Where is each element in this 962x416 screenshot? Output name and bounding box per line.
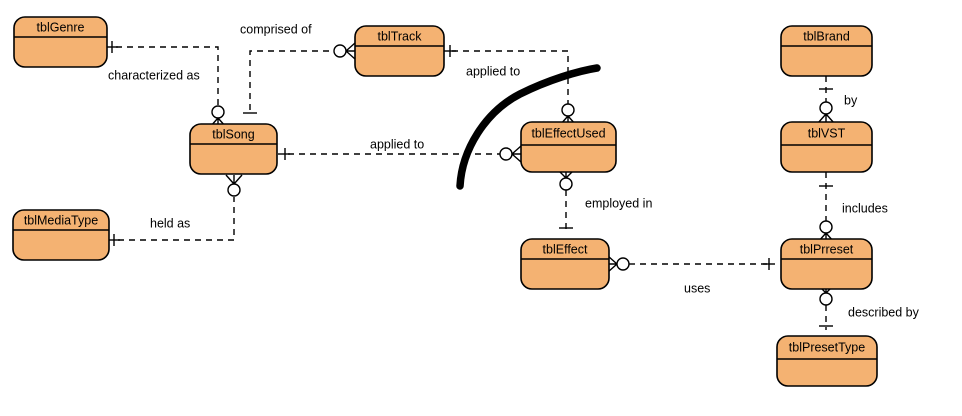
- relationship-label-applied-to-song: applied to: [370, 137, 424, 151]
- relationship-label-held-as: held as: [150, 216, 190, 230]
- entity-box: [354, 25, 445, 77]
- cardinality-zero-circle-effect-right: [616, 257, 630, 271]
- entity-tblSong[interactable]: tblSong: [189, 123, 278, 175]
- cardinality-zero-circle-preset-bottom: [819, 292, 833, 306]
- cardinality-zero-circle-track-left: [333, 44, 347, 58]
- entity-tblPrreset[interactable]: tblPrreset: [780, 238, 873, 290]
- relationship-label-employed-in: employed in: [585, 196, 652, 210]
- freehand-annotation-stroke: [456, 64, 601, 190]
- entity-name-label: tblGenre: [37, 20, 85, 34]
- relationship-effect-preset[interactable]: [607, 255, 775, 273]
- entity-name-label: tblPrreset: [800, 242, 854, 256]
- entity-tblPresetType[interactable]: tblPresetType: [776, 335, 878, 387]
- crowsfoot-many-track-left: [345, 42, 356, 60]
- entity-box: [780, 25, 873, 77]
- entity-name-label: tblSong: [212, 127, 254, 141]
- relationship-label-includes: includes: [842, 201, 888, 215]
- entity-name-label: tblEffectUsed: [531, 126, 605, 140]
- relationship-label-uses: uses: [684, 281, 710, 295]
- entity-box: [12, 209, 110, 261]
- entity-box: [776, 335, 878, 387]
- relationship-line-characterized-as: [116, 46, 219, 112]
- entity-tblMediaType[interactable]: tblMediaType: [12, 209, 110, 261]
- relationship-genre-song[interactable]: [106, 41, 227, 128]
- cardinality-zero-circle-preset-top: [819, 220, 833, 234]
- entity-name-label: tblTrack: [378, 29, 423, 43]
- crowsfoot-many-song-bottom: [225, 174, 243, 185]
- relationship-effectused-effect[interactable]: [557, 169, 575, 232]
- entity-name-label: tblBrand: [803, 29, 850, 43]
- entity-box: [520, 121, 617, 173]
- entity-box: [189, 123, 278, 175]
- entity-box: [520, 238, 610, 290]
- cardinality-zero-circle-effectused-bottom: [559, 177, 573, 191]
- entity-box: [13, 16, 108, 68]
- relationship-label-by: by: [844, 93, 858, 107]
- entity-tblBrand[interactable]: tblBrand: [780, 25, 873, 77]
- entity-name-label: tblVST: [808, 126, 846, 140]
- relationship-track-song[interactable]: [243, 42, 356, 114]
- entity-tblEffect[interactable]: tblEffect: [520, 238, 610, 290]
- crowsfoot-many-effectused-left: [511, 145, 522, 163]
- entity-box: [780, 238, 873, 290]
- entity-tblTrack[interactable]: tblTrack: [354, 25, 445, 77]
- entity-tblGenre[interactable]: tblGenre: [13, 16, 108, 68]
- entity-box: [780, 121, 873, 173]
- relationship-mediatype-song[interactable]: [108, 174, 243, 246]
- relationship-preset-presettype[interactable]: [817, 284, 835, 330]
- relationship-line-comprised-of: [249, 50, 340, 110]
- relationship-label-comprised-of: comprised of: [240, 22, 312, 36]
- cardinality-zero-circle-vst-top: [819, 101, 833, 115]
- entity-name-label: tblPresetType: [789, 340, 865, 354]
- cardinality-zero-circle-effectused-left: [499, 147, 513, 161]
- relationship-track-effectused[interactable]: [444, 45, 577, 126]
- relationship-label-described-by: described by: [848, 305, 920, 319]
- entity-tblEffectUsed[interactable]: tblEffectUsed: [520, 121, 617, 173]
- relationship-vst-preset[interactable]: [817, 172, 835, 243]
- cardinality-zero-circle-effectused-top: [561, 103, 575, 117]
- relationship-label-applied-to-track: applied to: [466, 64, 520, 78]
- entity-name-label: tblEffect: [543, 242, 588, 256]
- relationship-label-characterized-as: characterized as: [108, 68, 200, 82]
- entity-tblVST[interactable]: tblVST: [780, 121, 873, 173]
- relationship-line-applied-to-track: [452, 50, 569, 110]
- relationship-line-held-as: [118, 197, 235, 241]
- cardinality-zero-circle-song-bottom: [227, 183, 241, 197]
- cardinality-zero-circle-song-top: [211, 105, 225, 119]
- relationship-brand-vst[interactable]: [817, 76, 835, 124]
- entity-name-label: tblMediaType: [24, 213, 98, 227]
